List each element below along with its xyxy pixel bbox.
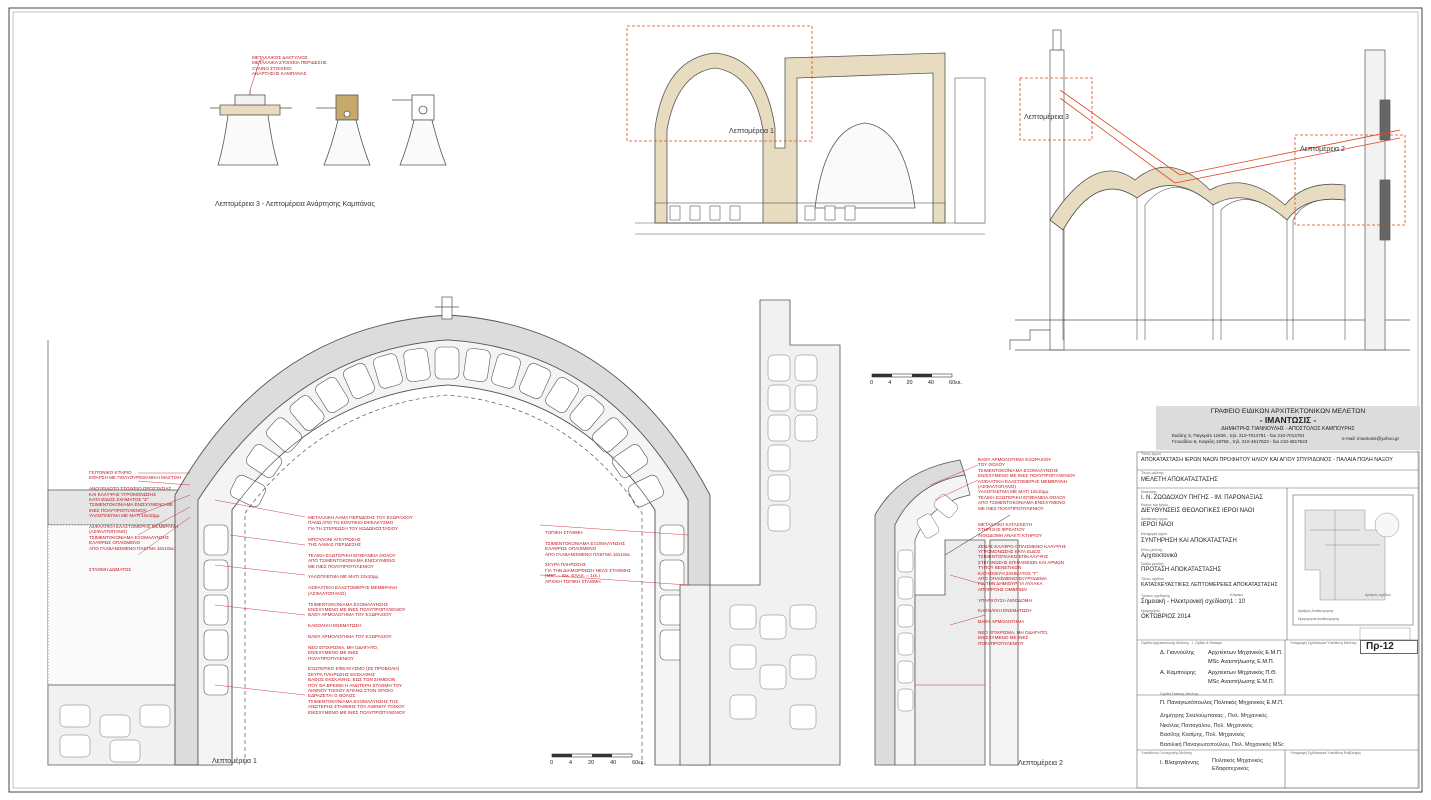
sheet-number-box <box>1360 640 1418 654</box>
scale-bar-top <box>871 373 953 378</box>
architect-1-name: Δ. Γιαννούλης <box>1160 650 1195 656</box>
tb-value-type: Αρχιτεκτονικά <box>1141 553 1178 559</box>
architect-2-role: Αρχιτέκτων Μηχανικός Π.Θ. <box>1208 670 1277 676</box>
scale-tick: 20 <box>906 380 913 386</box>
tb-value-owner: Ι. Ν. ΖΩΟΔΟΧΟΥ ΠΗΓΗΣ - ΙΜ. ΠΑΡΟΝΑΞΙΑΣ <box>1141 495 1263 501</box>
scale-ticks-detail1: 0 4 20 40 60εκ. <box>550 760 645 766</box>
bell-detail-caption: Λεπτομέρεια 3 - Λεπτομέρεια Ανάρτησης Κα… <box>215 201 375 208</box>
section-a-drawing <box>626 25 986 235</box>
tb-label-revision: Αριθμός Αναθεώρησης <box>1298 609 1334 613</box>
office-address-1: Εκάλης 5, Παγκράτι 11636 , τηλ. 210-7014… <box>1172 433 1305 438</box>
tb-label-category: Κατηγορία έργου <box>1141 532 1168 536</box>
scale-tick: 4 <box>888 380 892 386</box>
geo-name: Ι. Βλαχογιάννης <box>1160 760 1199 766</box>
tb-label-client: Κύριος του έργου <box>1141 503 1168 507</box>
tb-value-scale: 1 : 10 <box>1230 599 1246 605</box>
tb-value-project: ΑΠΟΚΑΤΑΣΤΑΣΗ ΙΕΡΩΝ ΝΑΩΝ ΠΡΟΦΗΤΟΥ ΗΛΙΟΥ Κ… <box>1141 457 1393 463</box>
tb-value-sheet-title: ΚΑΤΑΣΚΕΥΑΣΤΙΚΕΣ ΛΕΠΤΟΜΕΡΕΙΕΣ ΑΠΟΚΑΤΑΣΤΑΣ… <box>1141 582 1278 588</box>
team-static-header: Ομάδα Στατικής Μελέτης <box>1160 692 1199 696</box>
tb-label-location: Διεύθυνση έργου <box>1141 517 1168 521</box>
office-name: ΓΡΑΦΕΙΟ ΕΙΔΙΚΩΝ ΑΡΧΙΤΕΚΤΟΝΙΚΩΝ ΜΕΛΕΤΩΝ <box>1210 408 1366 415</box>
scale-tick: 20 <box>588 760 595 766</box>
detail2-drawing <box>874 459 1019 766</box>
architect-2-name: Α. Καμπούρης <box>1160 670 1196 676</box>
team-architects-header: Ομάδα Αρχιτεκτονικής Μελέτης - Ι. Ορθέα … <box>1141 641 1222 645</box>
scale-tick: 4 <box>569 760 573 766</box>
static-lead: Π. Παναγιωτόπουλος Πολιτικός Μηχανικός Ε… <box>1160 700 1284 706</box>
architect-1-role2: MSc Αναστήλωσης Ε.Μ.Π. <box>1208 659 1275 665</box>
office-header <box>1156 406 1420 450</box>
office-brand: - ΙΜΑΝΤΩΣΙΣ - <box>1259 415 1317 425</box>
tb-label-type: Είδος μελέτης <box>1141 548 1163 552</box>
office-email: e-mail: imantosis@yahoo.gr <box>1342 436 1400 441</box>
tb-label-owner: Ιδιοκτήτης <box>1141 490 1157 494</box>
scale-tick: 60εκ. <box>632 760 645 766</box>
office-address-2: Γενναδίου 6, Κυψέλη 18756 , τηλ. 210-461… <box>1172 439 1308 444</box>
tb-label-sheet-no: Αριθμός σχεδίου <box>1365 593 1391 597</box>
tb-label-date: Ημερομηνία <box>1141 609 1160 613</box>
large-arch-detail-drawing <box>47 296 841 766</box>
tb-label-method: Τρόπος σχεδίασης <box>1141 594 1171 598</box>
tb-label-revision-date: Ημερομηνία Αναθεώρησης <box>1298 617 1340 621</box>
detail2-annotations: ΒΑΘΥ ΑΡΜΟΛΟΓΗΜΑ ΕΞΩΡΑΧΙΟΥ ΤΟΥ ΘΟΛΟΥ ΤΣΙΜ… <box>978 457 1076 646</box>
section-b-drawing <box>1009 29 1410 351</box>
architect-1-role: Αρχιτέκτων Μηχανικός Ε.Μ.Π. <box>1208 650 1283 656</box>
tb-value-date: ΟΚΤΩΒΡΙΟΣ 2014 <box>1141 614 1191 620</box>
tb-value-client: ΔΙΕΥΘΥΝΣΕΙΣ ΘΕΟΛΟΓΙΚΕΣ ΙΕΡΟΙ ΝΑΟΙ <box>1141 508 1255 514</box>
arch-annotations: ΜΕΤΑΛΛΙΚΗ ΛΑΜΑ ΠΕΡΙΔΕΣΗΣ ΤΟΥ ΕΞΩΡΑΧΙΟΥ Π… <box>308 515 413 715</box>
detail3-small-label: Λεπτομέρεια 3 <box>1024 114 1069 121</box>
bell-annotations: ΜΕΤΑΛΛΙΚΟΣ ΔΑΚΤΥΛΙΟΣ ΜΕΤΑΛΛΙΚΑ ΣΤΟΙΧΕΙΑ … <box>252 55 327 77</box>
sheet-number: Πρ-12 <box>1366 641 1394 652</box>
team-geo-header: Υπεύθυνος Γεωτεχνικής Μελέτης <box>1141 751 1193 755</box>
scale-tick: 0 <box>550 760 554 766</box>
scale-tick: 40 <box>927 380 934 386</box>
tb-value-location: ΙΕΡΟΙ ΝΑΟΙ <box>1141 522 1174 528</box>
tb-label-stage: Στάδιο μελέτης <box>1141 562 1164 566</box>
geo-role: Πολιτικός Μηχανικός Εδαφοτεχνικός <box>1212 758 1263 772</box>
tb-label-study: Τίτλος μελέτης <box>1141 471 1164 475</box>
detail1-large-label: Λεπτομέρεια 1 <box>212 758 257 765</box>
scale-tick: 40 <box>610 760 617 766</box>
tb-value-category: ΣΥΝΤΗΡΗΣΗ ΚΑΙ ΑΠΟΚΑΤΑΣΤΑΣΗ <box>1141 538 1237 544</box>
scale-tick: 60εκ. <box>949 380 962 386</box>
tb-label-project: Τίτλος έργου <box>1141 452 1161 456</box>
fill-annotations: ΤΟΠΙΚΗ ΣΤΑΘΜΗ ΤΣΙΜΕΝΤΟΚΟΝΙΑΜΑ ΕΞΟΜΑΛΥΝΣΗ… <box>545 530 632 584</box>
team-geo-sign-header: Υπογραφή Σχεδιάστρια Υπεύθυνη Επίβλεψης <box>1290 751 1361 755</box>
bell-detail-drawing <box>210 59 447 166</box>
architect-2-role2: MSc Αναστήλωσης Ε.Μ.Π. <box>1208 679 1275 685</box>
tb-label-sheet-title: Τίτλος σχεδίου <box>1141 577 1164 581</box>
detail2-large-label: Λεπτομέρεια 2 <box>1018 760 1063 767</box>
scale-ticks-top: 0 4 20 40 60εκ. <box>870 380 962 386</box>
tb-value-method: Σημειακή - Ηλεκτρονική σχεδίαση <box>1141 599 1230 605</box>
static-members: Δημήτρης Σκαλούμπακας , Πολ. Μηχανικός. … <box>1160 713 1284 748</box>
tb-label-scale: Κλίμακα <box>1230 593 1243 597</box>
detail1-small-label: Λεπτομέρεια 1 <box>729 128 774 135</box>
tb-value-study: ΜΕΛΕΤΗ ΑΠΟΚΑΤΑΣΤΑΣΗΣ <box>1141 477 1218 483</box>
title-block-frame <box>1136 451 1420 789</box>
team-supervisor-header: Υπογραφή Σχεδιάστρια Υπεύθυνη Μελέτης <box>1290 641 1357 645</box>
left-annotations: ΓΕΙΤΟΝΙΚΟ ΚΤΗΡΙΟ ΕΦΑΡΣΗ ΜΕ ΠΟΛΥΟΥΡΕΘΑΝΙΚ… <box>89 470 182 573</box>
detail2-small-label: Λεπτομέρεια 2 <box>1300 146 1345 153</box>
scale-bar-detail1 <box>551 753 633 758</box>
office-partners: ΔΗΜΗΤΡΗΣ ΓΙΑΝΝΟΥΛΗΣ - ΑΠΟΣΤΟΛΟΣ ΚΑΜΠΟΥΡΗ… <box>1221 426 1355 432</box>
scale-tick: 0 <box>870 380 874 386</box>
tb-value-stage: ΠΡΟΤΑΣΗ ΑΠΟΚΑΤΑΣΤΑΣΗΣ <box>1141 567 1222 573</box>
